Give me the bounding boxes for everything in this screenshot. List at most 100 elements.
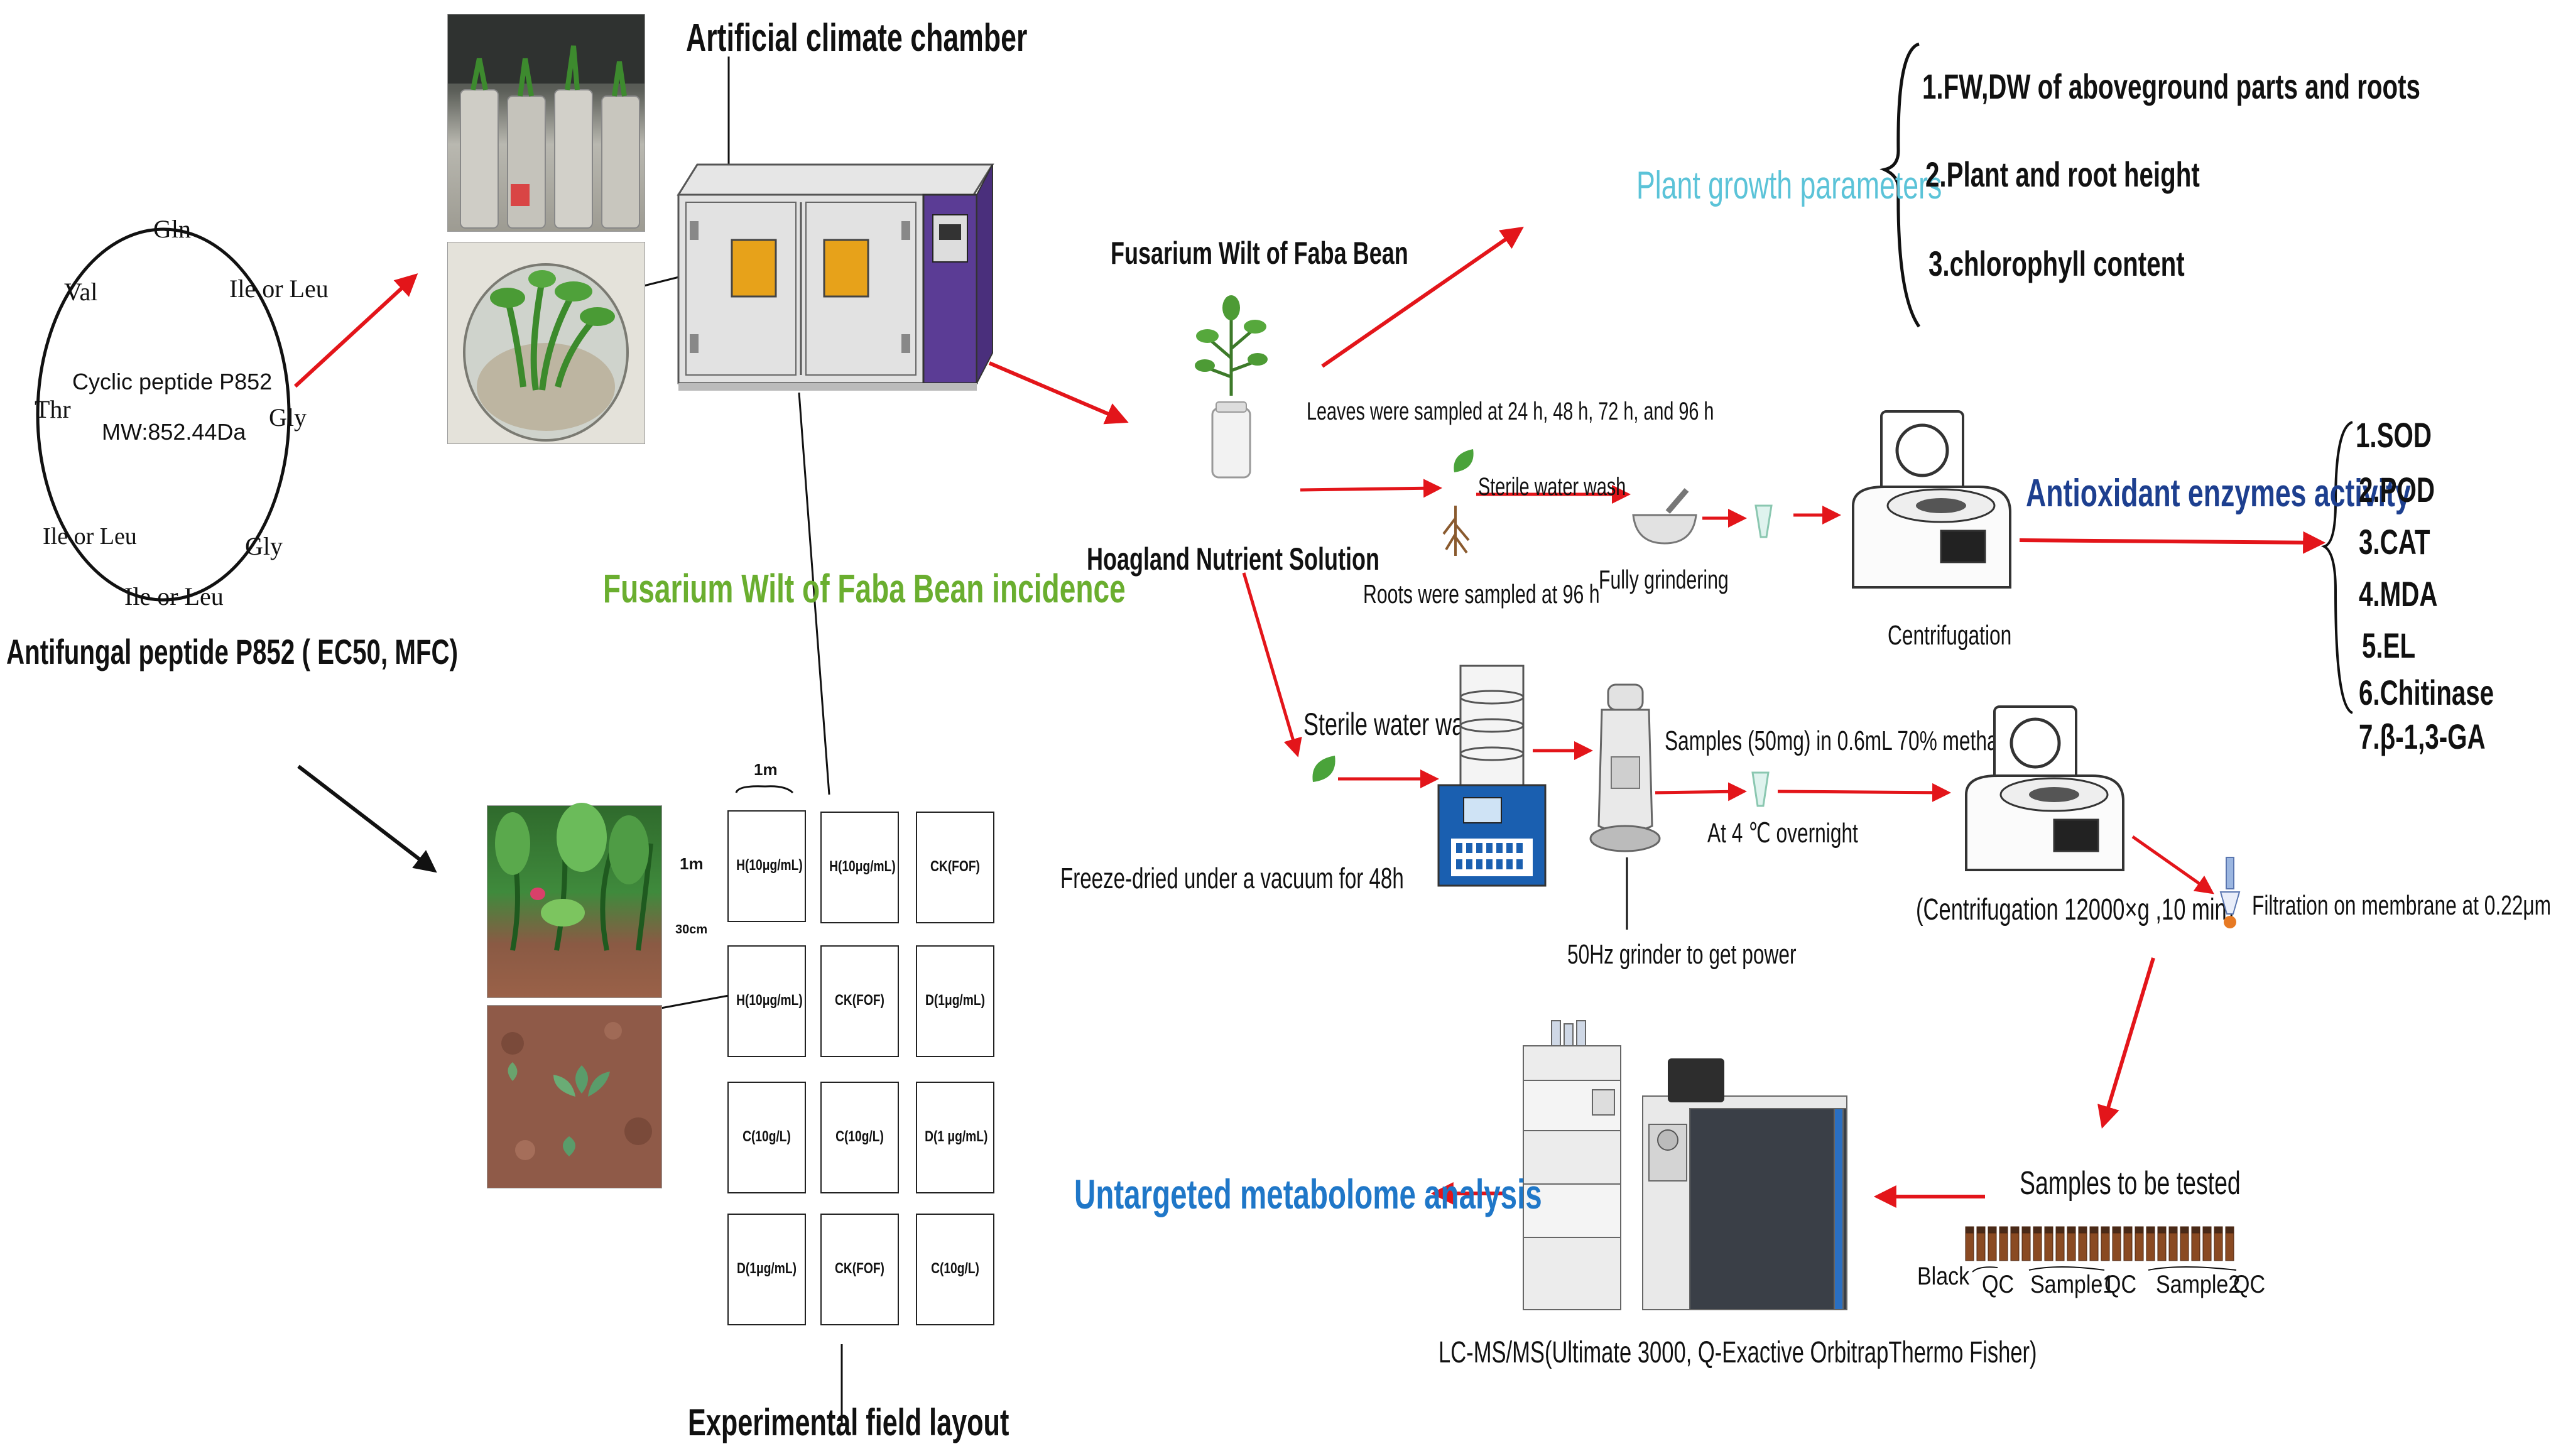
hoagland-label: Hoagland Nutrient Solution (1087, 541, 1379, 577)
sample-vial (2214, 1232, 2223, 1261)
tube-icon-1 (1753, 503, 1775, 540)
vial-bracket-s1 (2028, 1266, 2105, 1271)
centrifuge-1 (1847, 410, 2016, 600)
growth-item-2: 2.Plant and root height (1925, 155, 2200, 194)
grinder (1589, 682, 1662, 857)
enzyme-item-6: 6.Chitinase (2359, 673, 2494, 712)
seedling-jar-illustration (463, 263, 629, 442)
grinding-label: Fully grindering (1599, 565, 1729, 594)
field-soil-illustration (487, 1006, 661, 1188)
enzyme-item-1: 1.SOD (2356, 415, 2432, 455)
chamber-photo-seedlings (447, 242, 645, 444)
faba-plant (1194, 289, 1269, 490)
vial-cap (2157, 1226, 2167, 1234)
field-photo-top (487, 803, 662, 998)
arrow-to-sampling (1300, 479, 1442, 498)
vial-cap (1965, 1226, 1974, 1234)
plot-r3-c2: C(10g/L) (820, 1082, 899, 1193)
arrow-grinder-to-tube (1655, 782, 1747, 801)
sample-vial (2089, 1232, 2099, 1261)
vial-cap (2078, 1226, 2087, 1234)
freeze-dried-label: Freeze-dried under a vacuum for 48h (1060, 862, 1404, 894)
sample-vial (2112, 1232, 2121, 1261)
peptide-caption: Antifungal peptide P852 ( EC50, MFC) (6, 632, 459, 671)
peptide-residue-ile-leu-1: Ile or Leu (229, 274, 329, 303)
sample-vial (2033, 1232, 2042, 1261)
centrifugation-label-1: Centrifugation (1888, 620, 2012, 651)
plot-r1-c3: CK(FOF) (916, 812, 994, 923)
sampled-leaf-icon (1451, 447, 1476, 475)
width-bracket (735, 785, 794, 794)
arrow-filter-to-samples (2097, 957, 2155, 1129)
metabolome-result: Untargeted metabolome analysis (1074, 1171, 1542, 1217)
plot-r1-c2: H(10μg/mL) (820, 812, 899, 923)
peptide-residue-gln: Gln (153, 215, 191, 243)
vial-label-sample2: Sample2 (2156, 1271, 2241, 1298)
vial-cap (2168, 1226, 2178, 1234)
centrifuge-illustration-2 (1965, 705, 2124, 871)
peptide-name: Cyclic peptide P852 (72, 369, 273, 394)
tube-icon-2 (1749, 769, 1771, 810)
jars-illustration (448, 14, 645, 229)
leaf-icon-2 (1310, 754, 1338, 785)
peptide-residue-ile-leu-3: Ile or Leu (124, 582, 224, 611)
vial-rack (1963, 1222, 2239, 1266)
chamber-title: Artificial climate chamber (686, 16, 1028, 60)
plot-r2-c1: H(10μg/mL) (727, 945, 806, 1057)
climate-chamber-illustration (677, 163, 994, 391)
vial-cap (2101, 1226, 2110, 1234)
centrifuge-2 (1960, 705, 2129, 876)
mortar-icon (1630, 487, 1699, 546)
vial-cap (2021, 1226, 2031, 1234)
incidence-label: Fusarium Wilt of Faba Bean incidence (603, 566, 1126, 611)
sample-vial (2123, 1232, 2133, 1261)
peptide-residue-gly-1: Gly (269, 403, 307, 432)
centrifugation-label-2: (Centrifugation 12000×g ,10 min) (1916, 893, 2234, 926)
plot-r4-c1: D(1μg/mL) (727, 1214, 806, 1325)
sample-vial (2191, 1232, 2200, 1261)
peptide-residue-thr: Thr (35, 395, 71, 423)
vial-cap (2067, 1226, 2076, 1234)
peptide-residue-ile-leu-2: Ile or Leu (43, 523, 137, 550)
arrow-plant-down (1242, 572, 1302, 758)
roots-sampled-label: Roots were sampled at 96 h (1363, 579, 1600, 609)
freeze-dryer-illustration (1437, 665, 1547, 887)
sample-vial (1988, 1232, 1997, 1261)
arrow-centrifuge2-to-filter (2131, 835, 2214, 894)
arrow-chamber-to-plant (988, 361, 1129, 425)
vial-cap (2055, 1226, 2065, 1234)
sample-vial (1965, 1232, 1974, 1261)
plot-r4-c3: C(10g/L) (916, 1214, 994, 1325)
sample-vial (2021, 1232, 2031, 1261)
peptide-residue-val: Val (64, 278, 98, 306)
peptide-mw: MW:852.44Da (102, 419, 246, 445)
sterile-wash-label-2: Sterile water wash (1303, 707, 1489, 742)
sampled-root-icon (1439, 506, 1473, 559)
vial-cap (2123, 1226, 2133, 1234)
arrow-centrifuge-to-enzymes (2019, 531, 2326, 554)
vial-cap (2191, 1226, 2200, 1234)
climate-chamber (677, 163, 996, 391)
field-plants-illustration (495, 803, 653, 951)
plot-r1-c1: H(10μg/mL) (727, 810, 806, 922)
growth-item-3: 3.chlorophyll content (1928, 244, 2185, 283)
overnight-label: At 4 ℃ overnight (1707, 818, 1858, 849)
enzyme-brace (2320, 421, 2353, 714)
vial-cap (2225, 1226, 2234, 1234)
peptide-residue-gly-2: Gly (245, 532, 283, 560)
enzyme-item-3: 3.CAT (2359, 522, 2430, 562)
vial-cap (2146, 1226, 2155, 1234)
field-layout-label: Experimental field layout (688, 1401, 1009, 1443)
sample-vial (2078, 1232, 2087, 1261)
vial-cap (2180, 1226, 2189, 1234)
vial-label-sample1: Sample1 (2030, 1271, 2115, 1298)
vial-cap (2112, 1226, 2121, 1234)
chamber-to-field-line (798, 392, 830, 795)
enzyme-item-2: 2.POD (2359, 470, 2435, 509)
photo-to-chamber-line (643, 275, 682, 287)
arrow-peptide-to-field (297, 764, 437, 873)
vial-label-qc1: QC (1982, 1271, 2014, 1298)
enzyme-item-7: 7.β-1,3-GA (2359, 717, 2486, 756)
sample-vial (2180, 1232, 2189, 1261)
